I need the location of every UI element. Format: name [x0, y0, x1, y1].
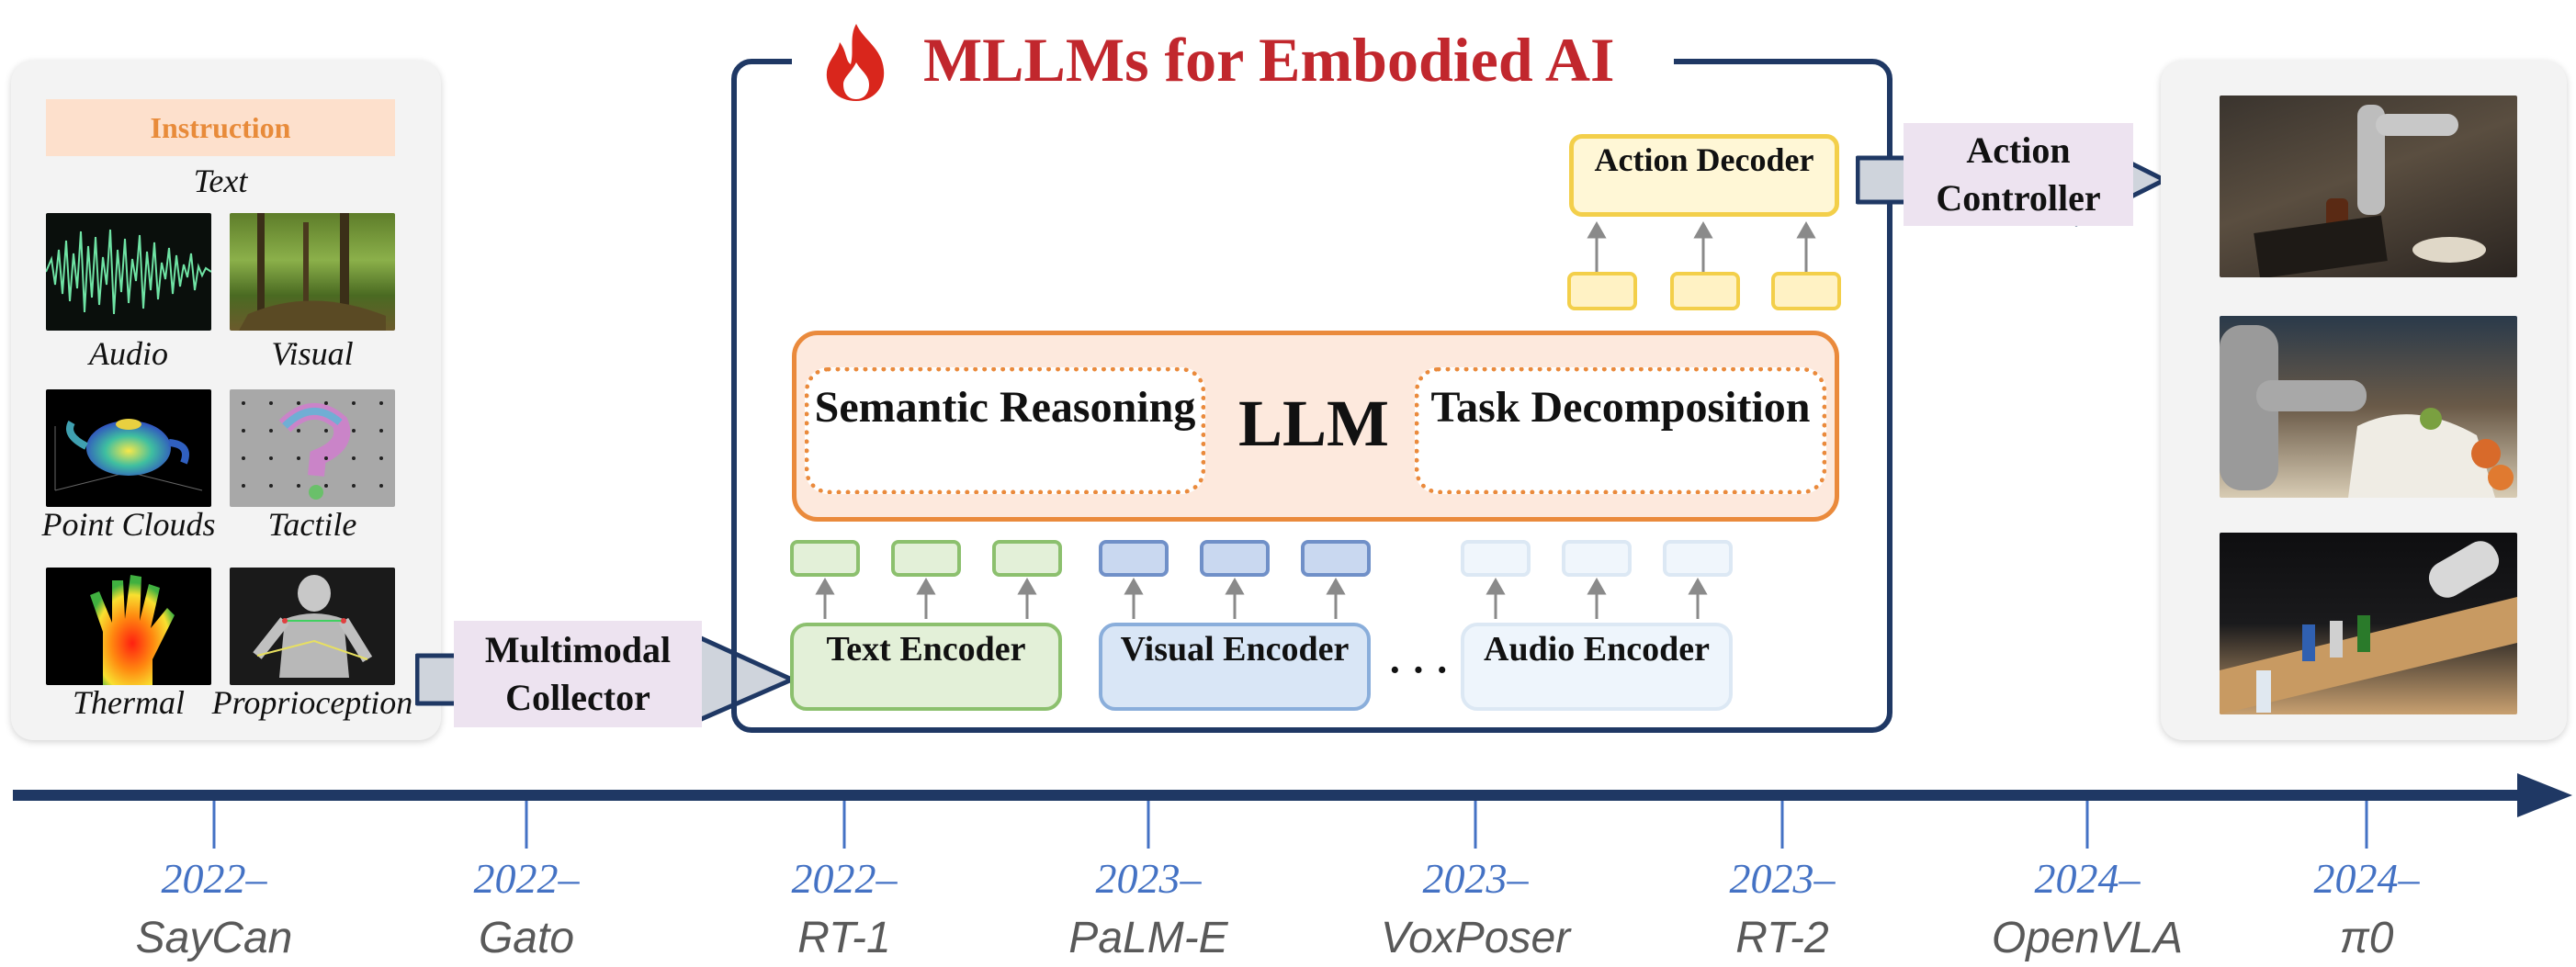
timeline-model: VoxPoser	[1380, 914, 1571, 962]
timeline-year: 2022–	[473, 855, 580, 902]
robot-photo-2	[2220, 316, 2517, 498]
point-clouds-thumbnail	[46, 389, 211, 507]
action-controller-label: Action Controller	[1904, 123, 2133, 226]
audio-token	[1663, 540, 1733, 577]
timeline-model: RT-1	[797, 914, 891, 962]
robot-photo-3	[2220, 533, 2517, 714]
text-token	[790, 540, 860, 577]
timeline-model: PaLM-E	[1068, 914, 1228, 962]
task-decomposition-box: Task Decomposition	[1415, 367, 1826, 494]
decoder-token	[1771, 272, 1841, 310]
timeline-arrow-icon	[13, 773, 2572, 849]
decoder-token	[1567, 272, 1637, 310]
thermal-label: Thermal	[72, 684, 185, 721]
robot-arm-icon	[2220, 541, 2517, 714]
audio-thumbnail	[46, 213, 211, 331]
semantic-reasoning-box: Semantic Reasoning	[805, 367, 1205, 494]
proprioception-thumbnail	[230, 568, 395, 685]
audio-token	[1461, 540, 1531, 577]
tactile-map-icon	[242, 401, 383, 500]
audio-token	[1562, 540, 1632, 577]
timeline-year: 2023–	[1095, 855, 1202, 902]
title-background	[792, 18, 1674, 107]
tactile-label: Tactile	[267, 506, 357, 543]
timeline-year: 2024–	[2034, 855, 2141, 902]
proprioception-label: Proprioception	[211, 684, 413, 721]
robot-photo-1	[2220, 96, 2517, 277]
encoder-ellipsis: · · ·	[1387, 647, 1450, 692]
visual-thumbnail	[230, 213, 395, 331]
timeline-model: Gato	[478, 914, 575, 962]
text-encoder-box: Text Encoder	[790, 623, 1062, 711]
audio-encoder-box: Audio Encoder	[1461, 623, 1733, 711]
audio-label: Audio	[89, 335, 168, 372]
encoder-token-arrows	[815, 577, 1708, 619]
visual-token	[1301, 540, 1371, 577]
diagram-title: MLLMs for Embodied AI	[923, 25, 1615, 95]
forest-icon	[239, 213, 386, 331]
instruction-label: Instruction	[46, 99, 395, 156]
timeline-model: OpenVLA	[1991, 914, 2184, 962]
thermal-hand-icon	[90, 575, 175, 685]
text-token	[891, 540, 961, 577]
timeline-year: 2023–	[1729, 855, 1836, 902]
thermal-thumbnail	[46, 568, 211, 685]
timeline-year: 2023–	[1422, 855, 1529, 902]
point-clouds-label: Point Clouds	[41, 506, 216, 543]
timeline-year: 2024–	[2313, 855, 2420, 902]
action-decoder-box: Action Decoder	[1569, 134, 1839, 217]
humanoid-robot-icon	[253, 575, 373, 678]
timeline-year: 2022–	[161, 855, 267, 902]
timeline-model: RT-2	[1735, 914, 1829, 962]
decoder-token	[1670, 272, 1740, 310]
robot-arm-icon	[2220, 325, 2514, 498]
visual-token	[1200, 540, 1270, 577]
timeline-model: π0	[2339, 914, 2394, 962]
audio-waveform-icon	[46, 229, 211, 315]
timeline-model: SayCan	[135, 914, 293, 962]
visual-encoder-box: Visual Encoder	[1099, 623, 1371, 711]
robot-arm-icon	[2254, 105, 2486, 277]
visual-token	[1099, 540, 1169, 577]
llm-label: LLM	[1238, 387, 1390, 460]
visual-label: Visual	[271, 335, 354, 372]
text-modality-label: Text	[193, 163, 248, 199]
text-token	[992, 540, 1062, 577]
fire-icon	[826, 24, 885, 101]
multimodal-collector-label: Multimodal Collector	[454, 621, 702, 727]
teapot-icon	[54, 419, 203, 491]
timeline-year: 2022–	[791, 855, 898, 902]
decoder-token-arrows	[1587, 220, 1816, 272]
tactile-thumbnail	[230, 389, 395, 507]
